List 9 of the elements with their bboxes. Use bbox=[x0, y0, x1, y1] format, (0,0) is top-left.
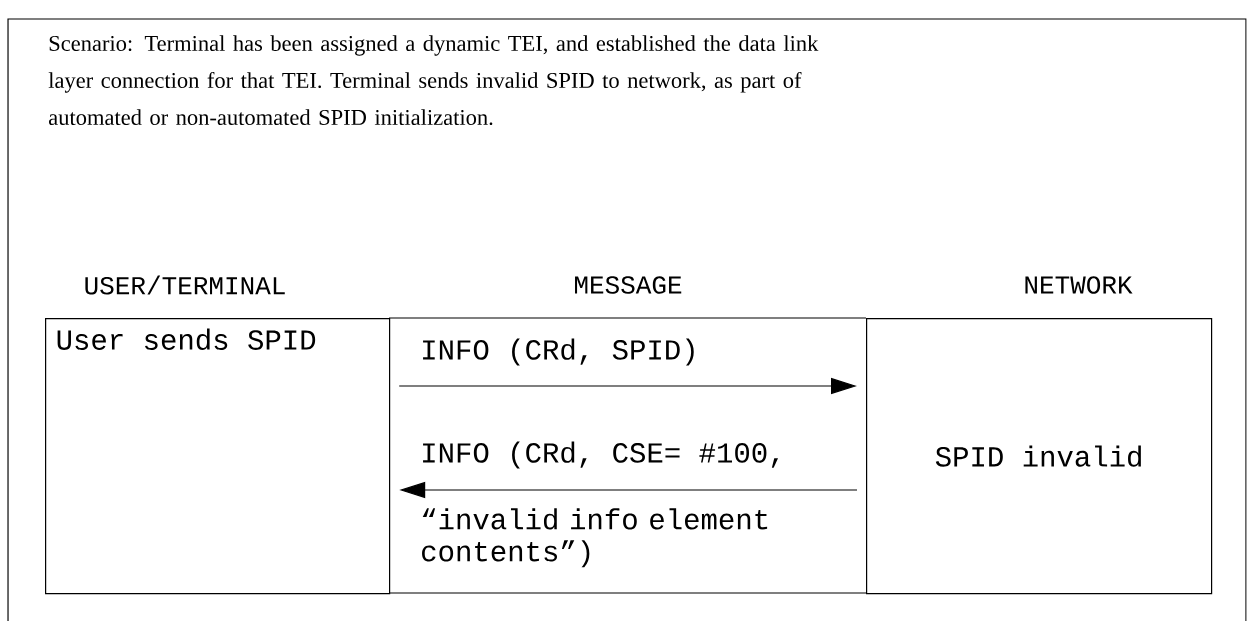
table-cell: User sends SPID bbox=[45, 318, 391, 595]
message-label: INFO (CRd, CSE= #100, bbox=[423, 441, 778, 469]
column-header: NETWORK bbox=[1025, 276, 1133, 294]
column-header: MESSAGE bbox=[575, 276, 682, 294]
table-cell: SPID invalid bbox=[866, 318, 1213, 595]
scenario: Scenario: Terminal has been assigned a dynamic TEI, and established the data link layer connection for that TEI. Terminal sends invalid SPID to network, as part of automated or non-automated SPID initialization. bbox=[48, 35, 819, 126]
message-label: INFO (CRd, SPID) bbox=[423, 338, 694, 366]
message-label: “invalid info element contents”) bbox=[422, 508, 768, 568]
column-header: USER/TERMINAL bbox=[85, 275, 285, 295]
